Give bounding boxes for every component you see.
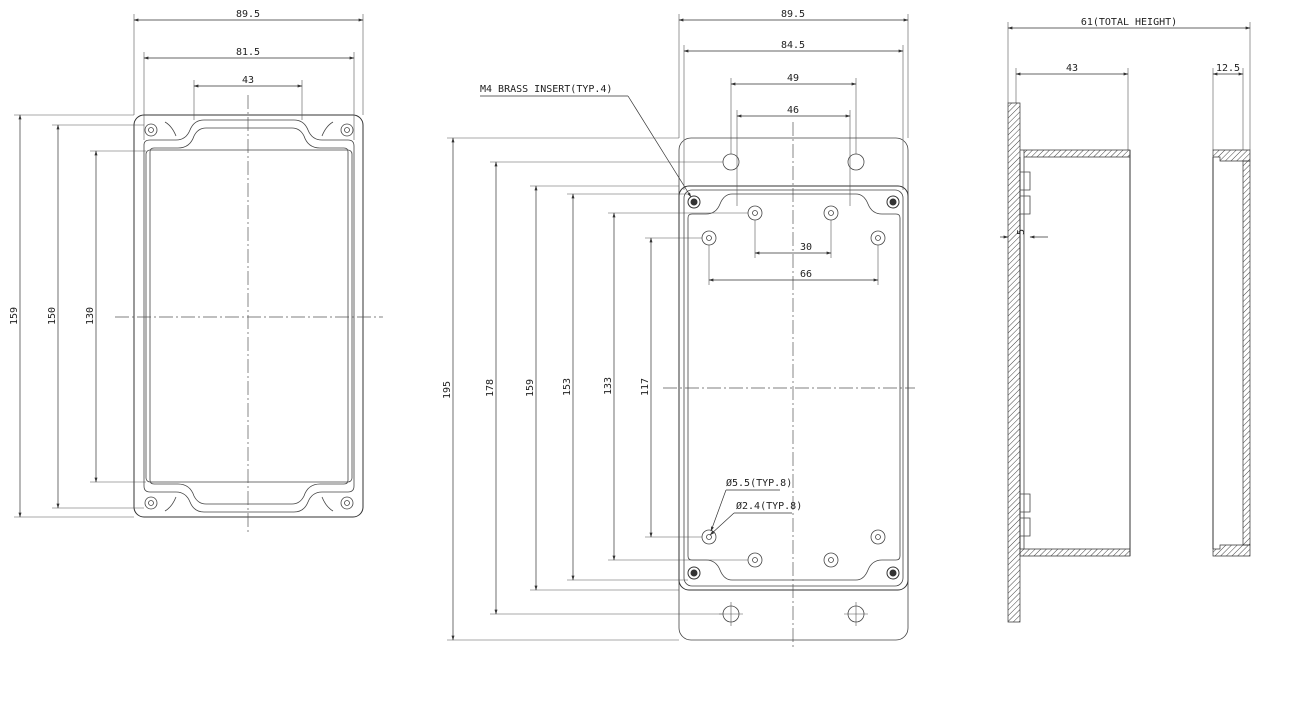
middle-dim-width-49: 49: [787, 73, 799, 84]
side-dim-depth-lid: 12.5: [1216, 63, 1240, 74]
middle-dim-width-46: 46: [787, 105, 799, 116]
middle-bosses: [701, 205, 886, 568]
left-groove-inner: [149, 127, 349, 505]
middle-callout-insert: M4 BRASS INSERT(TYP.4): [480, 84, 612, 95]
left-view: 89.5 81.5 43 159 150 130: [9, 9, 383, 532]
middle-dim-height-133: 133: [603, 377, 614, 395]
middle-view: M4 BRASS INSERT(TYP.4) 89.5 84.5 49 46 3…: [442, 9, 915, 650]
middle-dim-width-84: 84.5: [781, 40, 805, 51]
side-dim-depth-base: 43: [1066, 63, 1078, 74]
side-dim-flange: 5: [1016, 229, 1027, 235]
left-outer-body: [133, 114, 364, 518]
left-dim-height-mid: 150: [47, 307, 58, 325]
left-dim-width-outer: 89.5: [236, 9, 260, 20]
middle-inner-outline: [687, 193, 901, 581]
middle-dim-height-159: 159: [525, 379, 536, 397]
side-base-top-wall: [1020, 149, 1131, 158]
left-cavity: [145, 149, 353, 483]
middle-dim-width-66: 66: [800, 269, 812, 280]
side-view: 61(TOTAL HEIGHT) 43 12.5 5: [1000, 17, 1251, 623]
middle-callout-hole-small: Ø2.4(TYP.8): [736, 500, 802, 512]
side-lid-bottom: [1212, 544, 1251, 557]
middle-dim-height-195: 195: [442, 381, 453, 399]
middle-dim-width-outer: 89.5: [781, 9, 805, 20]
left-dim-height-inner: 130: [85, 307, 96, 325]
left-dim-width-mid: 81.5: [236, 47, 260, 58]
side-dim-total-height: 61(TOTAL HEIGHT): [1081, 17, 1177, 28]
side-lid-wall: [1242, 160, 1251, 546]
side-lid-top: [1212, 149, 1251, 162]
middle-dim-height-153: 153: [562, 378, 573, 396]
left-dim-height-outer: 159: [9, 307, 20, 325]
side-flange-plate: [1007, 102, 1021, 623]
left-groove-outer: [143, 119, 355, 513]
left-dim-width-inner: 43: [242, 75, 254, 86]
side-base-bottom-wall: [1019, 548, 1131, 557]
middle-dim-height-178: 178: [485, 379, 496, 397]
middle-dim-width-30: 30: [800, 242, 812, 253]
left-corner-holes: [144, 121, 354, 512]
middle-callout-hole-large: Ø5.5(TYP.8): [726, 477, 792, 489]
middle-mount-holes: [719, 153, 868, 626]
middle-dim-height-117: 117: [640, 378, 651, 396]
middle-brass-inserts: [687, 195, 900, 580]
